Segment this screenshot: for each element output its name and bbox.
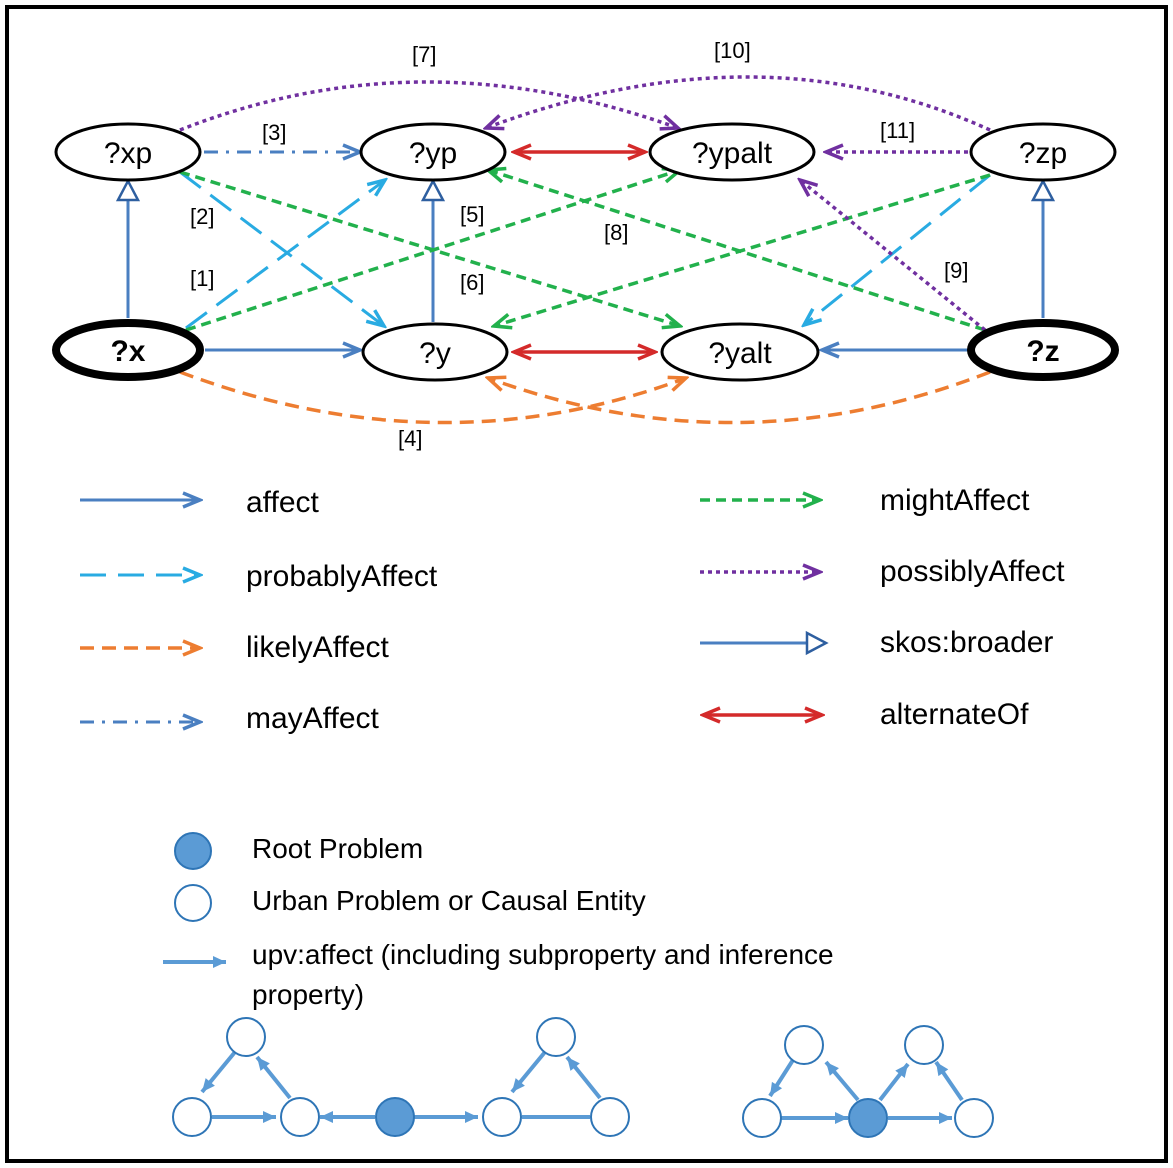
edge-might-zp-y: [494, 173, 991, 326]
graph1-node: [172, 1097, 212, 1137]
node-x[interactable]: ?x: [52, 319, 204, 381]
legend-item-possibly: possiblyAffect: [700, 555, 1065, 588]
graph2-node: [784, 1025, 824, 1065]
edge-likely-z-y: [488, 370, 991, 425]
outer-frame: [5, 5, 1168, 1163]
node-yp[interactable]: ?yp: [359, 122, 507, 182]
edge-label-2: [2]: [190, 204, 214, 229]
graph1-edge: [255, 1055, 292, 1100]
edge-labels: [1] [2] [3] [4] [5] [6] [7] [8] [9] [10]…: [190, 38, 968, 451]
legend2-label-affect-1: upv:affect (including subproperty and in…: [252, 939, 834, 970]
edge-might-z-yp: [488, 170, 986, 332]
graph1-node: [226, 1017, 266, 1057]
graph1-node: [536, 1017, 576, 1057]
edge-label-1: [1]: [190, 266, 214, 291]
legend-label-broader: skos:broader: [880, 626, 1053, 659]
graph1-edge: [565, 1055, 602, 1100]
edge-label-11: [11]: [880, 118, 915, 143]
graph2-node: [904, 1025, 944, 1065]
nodes: ?xp ?yp ?ypalt ?zp ?x ?y ?yalt ?z: [52, 122, 1119, 382]
node-z[interactable]: ?z: [967, 319, 1119, 381]
node-label-xp: ?xp: [104, 137, 152, 170]
edge-label-7: [7]: [412, 42, 436, 67]
legend-item-likely: likelyAffect: [80, 631, 390, 664]
node-zp[interactable]: ?zp: [969, 122, 1117, 182]
legend2-label-root: Root Problem: [252, 833, 423, 864]
edge-might-xp-yalt: [179, 170, 680, 326]
node-ypalt[interactable]: ?ypalt: [648, 122, 816, 182]
legend-label-likely: likelyAffect: [246, 631, 390, 664]
graph1-node: [482, 1097, 522, 1137]
graph2-node: [742, 1098, 782, 1138]
graph2-root-node: [848, 1098, 888, 1138]
edge-probably-x-yp: [185, 180, 385, 330]
example-graph-2: [742, 1025, 994, 1138]
node-yalt[interactable]: ?yalt: [660, 322, 820, 382]
graph2-edge: [934, 1060, 964, 1102]
graph1-root-node: [375, 1097, 415, 1137]
legend-item-affect: affect: [80, 486, 319, 519]
edge-label-3: [3]: [262, 120, 286, 145]
edge-label-9: [9]: [944, 258, 968, 283]
edge-might-x-ypalt: [185, 170, 680, 332]
legend2-label-affect-2: property): [252, 979, 364, 1010]
edge-label-6: [6]: [460, 270, 484, 295]
legend-label-may: mayAffect: [246, 702, 379, 735]
legend2-label-urban: Urban Problem or Causal Entity: [252, 885, 646, 916]
legend-graph: Root Problem Urban Problem or Causal Ent…: [163, 832, 834, 1010]
edge-possibly-zp-yp: [486, 75, 991, 132]
node-xp[interactable]: ?xp: [54, 122, 202, 182]
node-label-yalt: ?yalt: [708, 337, 772, 370]
edge-label-4: [4]: [398, 426, 422, 451]
graph2-edge: [878, 1062, 910, 1102]
edge-label-5: [5]: [460, 202, 484, 227]
node-label-x: ?x: [110, 335, 145, 368]
legend-item-broader: skos:broader: [700, 626, 1053, 659]
example-graph-1: [172, 1017, 630, 1137]
legend-label-probably: probablyAffect: [246, 560, 438, 593]
graph1-node: [280, 1097, 320, 1137]
node-y[interactable]: ?y: [361, 322, 509, 382]
edge-possibly-xp-ypalt: [179, 80, 678, 132]
legend-item-alternate: alternateOf: [703, 698, 1029, 731]
edge-probably-xp-y: [179, 170, 384, 326]
graph1-edge: [510, 1050, 547, 1094]
legend-item-probably: probablyAffect: [80, 560, 438, 593]
edge-label-8: [8]: [604, 220, 628, 245]
node-label-y: ?y: [419, 337, 451, 370]
node-label-yp: ?yp: [409, 137, 457, 170]
legend: affect probablyAffect likelyAffect mayAf…: [80, 484, 1065, 735]
node-label-ypalt: ?ypalt: [692, 137, 773, 170]
edge-likely-x-yalt: [179, 370, 686, 425]
legend-item-might: mightAffect: [700, 484, 1030, 517]
legend-item-may: mayAffect: [80, 702, 379, 735]
urban-problem-icon: [174, 884, 212, 922]
edges: [115, 75, 1056, 425]
edge-label-10: [10]: [714, 38, 751, 63]
legend-label-possibly: possiblyAffect: [880, 555, 1065, 588]
graph1-edge: [200, 1050, 237, 1094]
node-label-zp: ?zp: [1019, 137, 1067, 170]
legend-label-alternate: alternateOf: [880, 698, 1029, 731]
graph2-node: [954, 1098, 994, 1138]
root-problem-icon: [174, 832, 212, 870]
graph2-edge: [824, 1060, 860, 1102]
graph2-edge: [768, 1058, 795, 1098]
graph1-node: [590, 1097, 630, 1137]
legend-label-might: mightAffect: [880, 484, 1030, 517]
edge-probably-zp-yalt: [804, 173, 991, 325]
node-label-z: ?z: [1026, 335, 1059, 368]
legend-label-affect: affect: [246, 486, 319, 519]
